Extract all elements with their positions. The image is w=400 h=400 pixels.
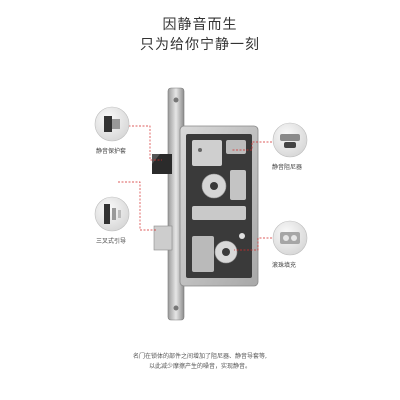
leader-lines bbox=[118, 125, 286, 251]
latch-bolt bbox=[152, 154, 172, 174]
latch-sleeve-icon bbox=[104, 116, 120, 132]
headline-primary: 因静音而生 bbox=[162, 17, 238, 33]
callout-silent-guard bbox=[94, 106, 130, 142]
callout-tri-fork-guide bbox=[94, 196, 130, 232]
callout-label-silent-damper: 静音阻尼器 bbox=[272, 164, 303, 171]
ball-bearing-icon bbox=[280, 232, 300, 244]
callout-silent-damper bbox=[272, 122, 308, 158]
callout-label-tiny-ball-fill: 滚珠填充 bbox=[272, 262, 297, 269]
callout-label-silent-guard: 静音保护套 bbox=[96, 148, 127, 155]
caption-line-1: 名门在锁体的部件之间增加了阻尼器、静音导套等, bbox=[133, 353, 267, 360]
callout-label-tri-fork-guide: 三叉式引导 bbox=[96, 238, 127, 245]
headline-secondary: 只为给你宁静一刻 bbox=[140, 37, 260, 53]
damper-icon bbox=[280, 134, 300, 148]
fork-guide-icon bbox=[104, 204, 121, 224]
deadbolt bbox=[153, 225, 173, 251]
lock-case bbox=[179, 125, 259, 287]
caption-line-2: 以此减少摩擦产生的噪音，实现静音。 bbox=[148, 363, 251, 370]
callout-tiny-ball-fill bbox=[272, 220, 308, 256]
